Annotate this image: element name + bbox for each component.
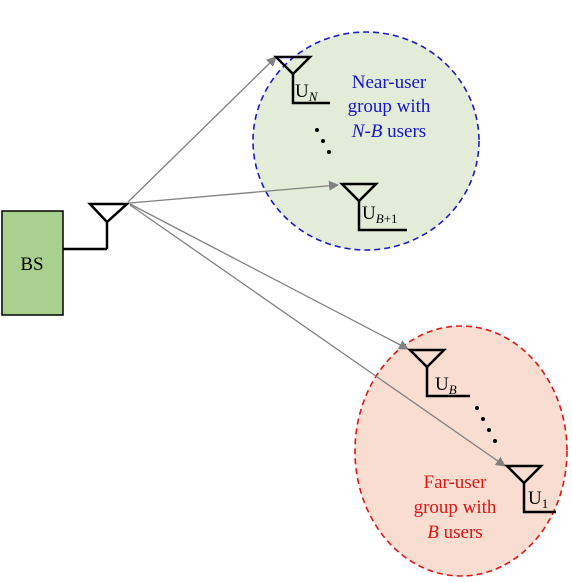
user-u1-label: U1 — [528, 488, 548, 511]
user-ub-antenna-icon — [406, 348, 470, 398]
link-to-ub — [129, 203, 409, 350]
far-group-label-line3: B users — [427, 522, 482, 543]
link-to-ub1 — [129, 180, 339, 204]
near-group-ellipsis-dots — [315, 128, 331, 154]
near-group-label: Near-user group with N-B users — [348, 72, 431, 142]
far-user-group-region — [354, 325, 568, 577]
user-ub: UB — [406, 348, 470, 398]
user-ub1-label: UB+1 — [362, 203, 398, 226]
far-group-ellipsis-dots — [475, 406, 497, 443]
base-station-label: BS — [20, 254, 43, 275]
user-ub-label: UB — [435, 374, 457, 397]
far-group-label-line2: group with — [414, 497, 497, 518]
downlink-arrows — [127, 56, 506, 467]
near-group-label-line3: N-B users — [351, 121, 426, 142]
user-u1-antenna-icon — [503, 464, 556, 514]
near-group-label-line2: group with — [348, 96, 431, 117]
link-to-u1 — [129, 204, 506, 467]
user-ub1-antenna-icon — [338, 182, 407, 232]
bs-antenna-icon — [63, 202, 131, 251]
user-un-label: UN — [295, 81, 319, 104]
user-un-antenna-icon — [272, 55, 330, 105]
user-ub1: UB+1 — [338, 182, 407, 232]
far-group-label-line1: Far-user — [424, 472, 488, 493]
near-user-group-region — [252, 31, 480, 251]
link-to-un — [127, 56, 277, 203]
user-u1: U1 — [503, 464, 556, 514]
far-group-label: Far-user group with B users — [414, 472, 497, 543]
near-group-label-line1: Near-user — [352, 72, 427, 93]
base-station-box — [1, 210, 64, 316]
user-un: UN — [272, 55, 330, 105]
